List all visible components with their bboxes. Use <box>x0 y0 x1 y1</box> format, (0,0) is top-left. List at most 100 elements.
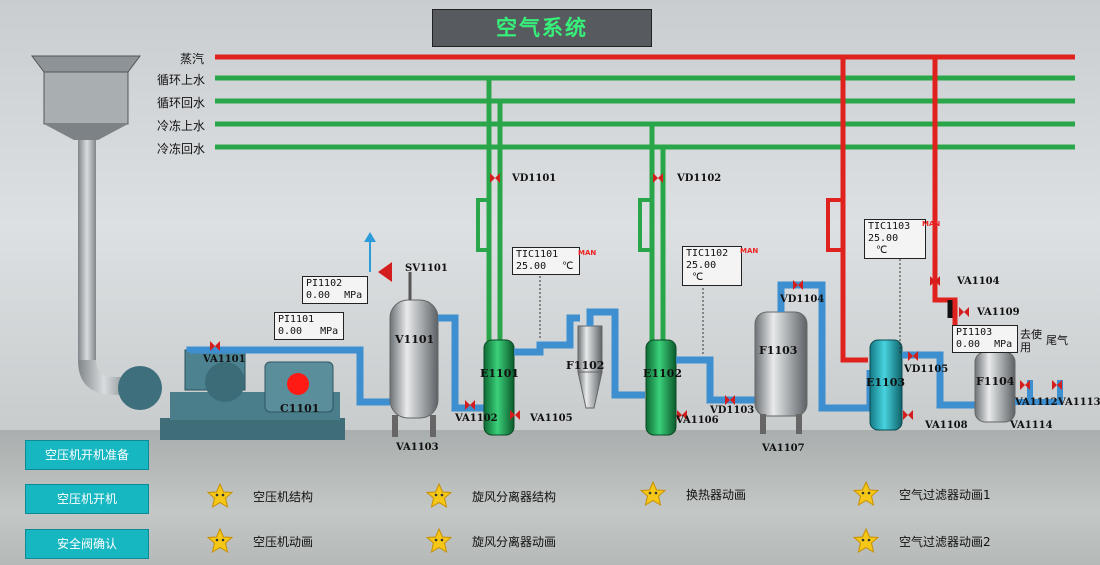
steam-label: 蒸汽 <box>180 52 205 66</box>
star-icon <box>207 528 233 554</box>
filter-anim1-link[interactable]: 空气过滤器动画1 <box>853 481 991 507</box>
valve-tag: VA1112 <box>1015 397 1058 408</box>
cyclone-label[interactable]: F1102 <box>566 359 605 372</box>
link-label: 空气过滤器动画2 <box>899 534 991 549</box>
instrument-tag: PI1103 <box>956 327 993 338</box>
circ-return-label: 循环回水 <box>157 96 206 110</box>
valve-tag: VA1101 <box>203 354 246 365</box>
valve-tag: VA1113 <box>1058 397 1100 408</box>
valve-tag: VA1102 <box>455 413 498 424</box>
chill-supply-label: 冷冻上水 <box>157 119 206 133</box>
valve-icon[interactable] <box>1020 380 1030 390</box>
instrument-unit: ℃ <box>876 245 888 256</box>
valve-icon[interactable] <box>677 410 687 420</box>
star-icon <box>426 528 452 554</box>
exhaust-label: 尾气 <box>1046 334 1068 347</box>
valve-icon[interactable] <box>490 173 500 183</box>
chill-return-label: 冷冻回水 <box>157 142 206 156</box>
valve-icon[interactable] <box>465 400 475 410</box>
pi1101-display[interactable]: PI1101 0.00 MPa <box>274 312 344 340</box>
filter1-label[interactable]: F1103 <box>759 344 798 357</box>
star-icon <box>426 483 452 509</box>
valve-icon[interactable] <box>510 410 520 420</box>
valve-tag: SV1101 <box>405 263 448 274</box>
star-icon <box>853 528 879 554</box>
link-label: 换热器动画 <box>686 487 747 502</box>
valve-icon[interactable] <box>903 410 913 420</box>
star-icon <box>640 481 666 507</box>
instrument-unit: MPa <box>320 326 339 337</box>
instrument-tag: TIC1103 <box>868 221 911 232</box>
link-label: 空压机结构 <box>253 489 314 504</box>
instrument-tag: TIC1102 <box>686 248 729 259</box>
tic1103-display[interactable]: TIC1103 25.00 ℃ <box>864 219 926 259</box>
valve-tag: VA1105 <box>530 413 573 424</box>
compressor-anim-link[interactable]: 空压机动画 <box>207 528 313 554</box>
link-label: 空压机动画 <box>253 534 314 549</box>
instrument-value: 25.00 <box>868 233 899 244</box>
valve-tag: VD1101 <box>512 173 557 184</box>
valve-tag: VA1107 <box>762 443 805 454</box>
star-icon <box>207 483 233 509</box>
valve-tag: VA1109 <box>977 307 1020 318</box>
valve-tag: VA1108 <box>925 420 968 431</box>
valve-icon[interactable] <box>793 280 803 290</box>
tic1102-mode: MAN <box>740 247 759 255</box>
valve-icon[interactable] <box>1052 380 1062 390</box>
star-icon <box>853 481 879 507</box>
instrument-tag: TIC1101 <box>516 249 559 260</box>
link-label: 空气过滤器动画1 <box>899 487 991 502</box>
hx-animation-link[interactable]: 换热器动画 <box>640 481 746 507</box>
filter2-label[interactable]: F1104 <box>976 375 1015 388</box>
instrument-value: 0.00 <box>306 290 331 301</box>
valve-tag: VA1104 <box>957 276 1000 287</box>
cyclone-structure-link[interactable]: 旋风分离器结构 <box>426 483 556 509</box>
instrument-value: 0.00 <box>956 339 981 350</box>
floor <box>0 430 1100 565</box>
valve-icon[interactable] <box>653 173 663 183</box>
filter-anim2-link[interactable]: 空气过滤器动画2 <box>853 528 991 554</box>
valve-tag: VD1103 <box>710 405 755 416</box>
instrument-value: 0.00 <box>278 326 303 337</box>
valve-tag: VA1114 <box>1010 420 1053 431</box>
safety-valve-confirm-button[interactable]: 安全阀确认 <box>25 529 149 559</box>
instrument-tag: PI1101 <box>278 314 315 325</box>
instrument-value: 25.00 <box>686 260 717 271</box>
instrument-unit: ℃ <box>562 261 574 272</box>
instrument-tag: PI1102 <box>306 278 343 289</box>
instrument-unit: ℃ <box>692 272 704 283</box>
valve-icon[interactable] <box>908 351 918 361</box>
valve-tag: VD1102 <box>677 173 722 184</box>
valve-icon[interactable] <box>210 341 220 351</box>
cyclone-anim-link[interactable]: 旋风分离器动画 <box>426 528 556 554</box>
to-use-label: 去使用 <box>1020 328 1042 354</box>
hx3-label[interactable]: E1103 <box>866 376 905 389</box>
compressor-structure-link[interactable]: 空压机结构 <box>207 483 313 509</box>
valve-tag: VD1105 <box>904 364 949 375</box>
tic1101-display[interactable]: TIC1101 25.00 ℃ <box>512 247 580 275</box>
compressor-start-button[interactable]: 空压机开机 <box>25 484 149 514</box>
valve-tag: VA1103 <box>396 442 439 453</box>
tic1102-display[interactable]: TIC1102 25.00 ℃ <box>682 246 742 286</box>
hx2-label[interactable]: E1102 <box>643 367 682 380</box>
tank-label[interactable]: V1101 <box>395 333 435 346</box>
instrument-value: 25.00 <box>516 261 547 272</box>
compressor-prep-button[interactable]: 空压机开机准备 <box>25 440 149 470</box>
circ-supply-label: 循环上水 <box>157 73 206 87</box>
instrument-unit: MPa <box>994 339 1013 350</box>
valve-tag: VD1104 <box>780 294 825 305</box>
compressor-status-light <box>287 373 309 395</box>
pi1102-display[interactable]: PI1102 0.00 MPa <box>302 276 368 304</box>
tic1103-mode: MAN <box>922 220 941 228</box>
instrument-unit: MPa <box>344 290 363 301</box>
compressor-label[interactable]: C1101 <box>280 402 320 415</box>
link-label: 旋风分离器动画 <box>472 534 557 549</box>
hx1-label[interactable]: E1101 <box>480 367 519 380</box>
pi1103-display[interactable]: PI1103 0.00 MPa <box>952 325 1018 353</box>
valve-icon[interactable] <box>725 395 735 405</box>
valve-icon[interactable] <box>959 307 969 317</box>
valve-icon[interactable] <box>930 276 940 286</box>
link-label: 旋风分离器结构 <box>472 489 557 504</box>
valve-tag: VA1106 <box>676 415 719 426</box>
